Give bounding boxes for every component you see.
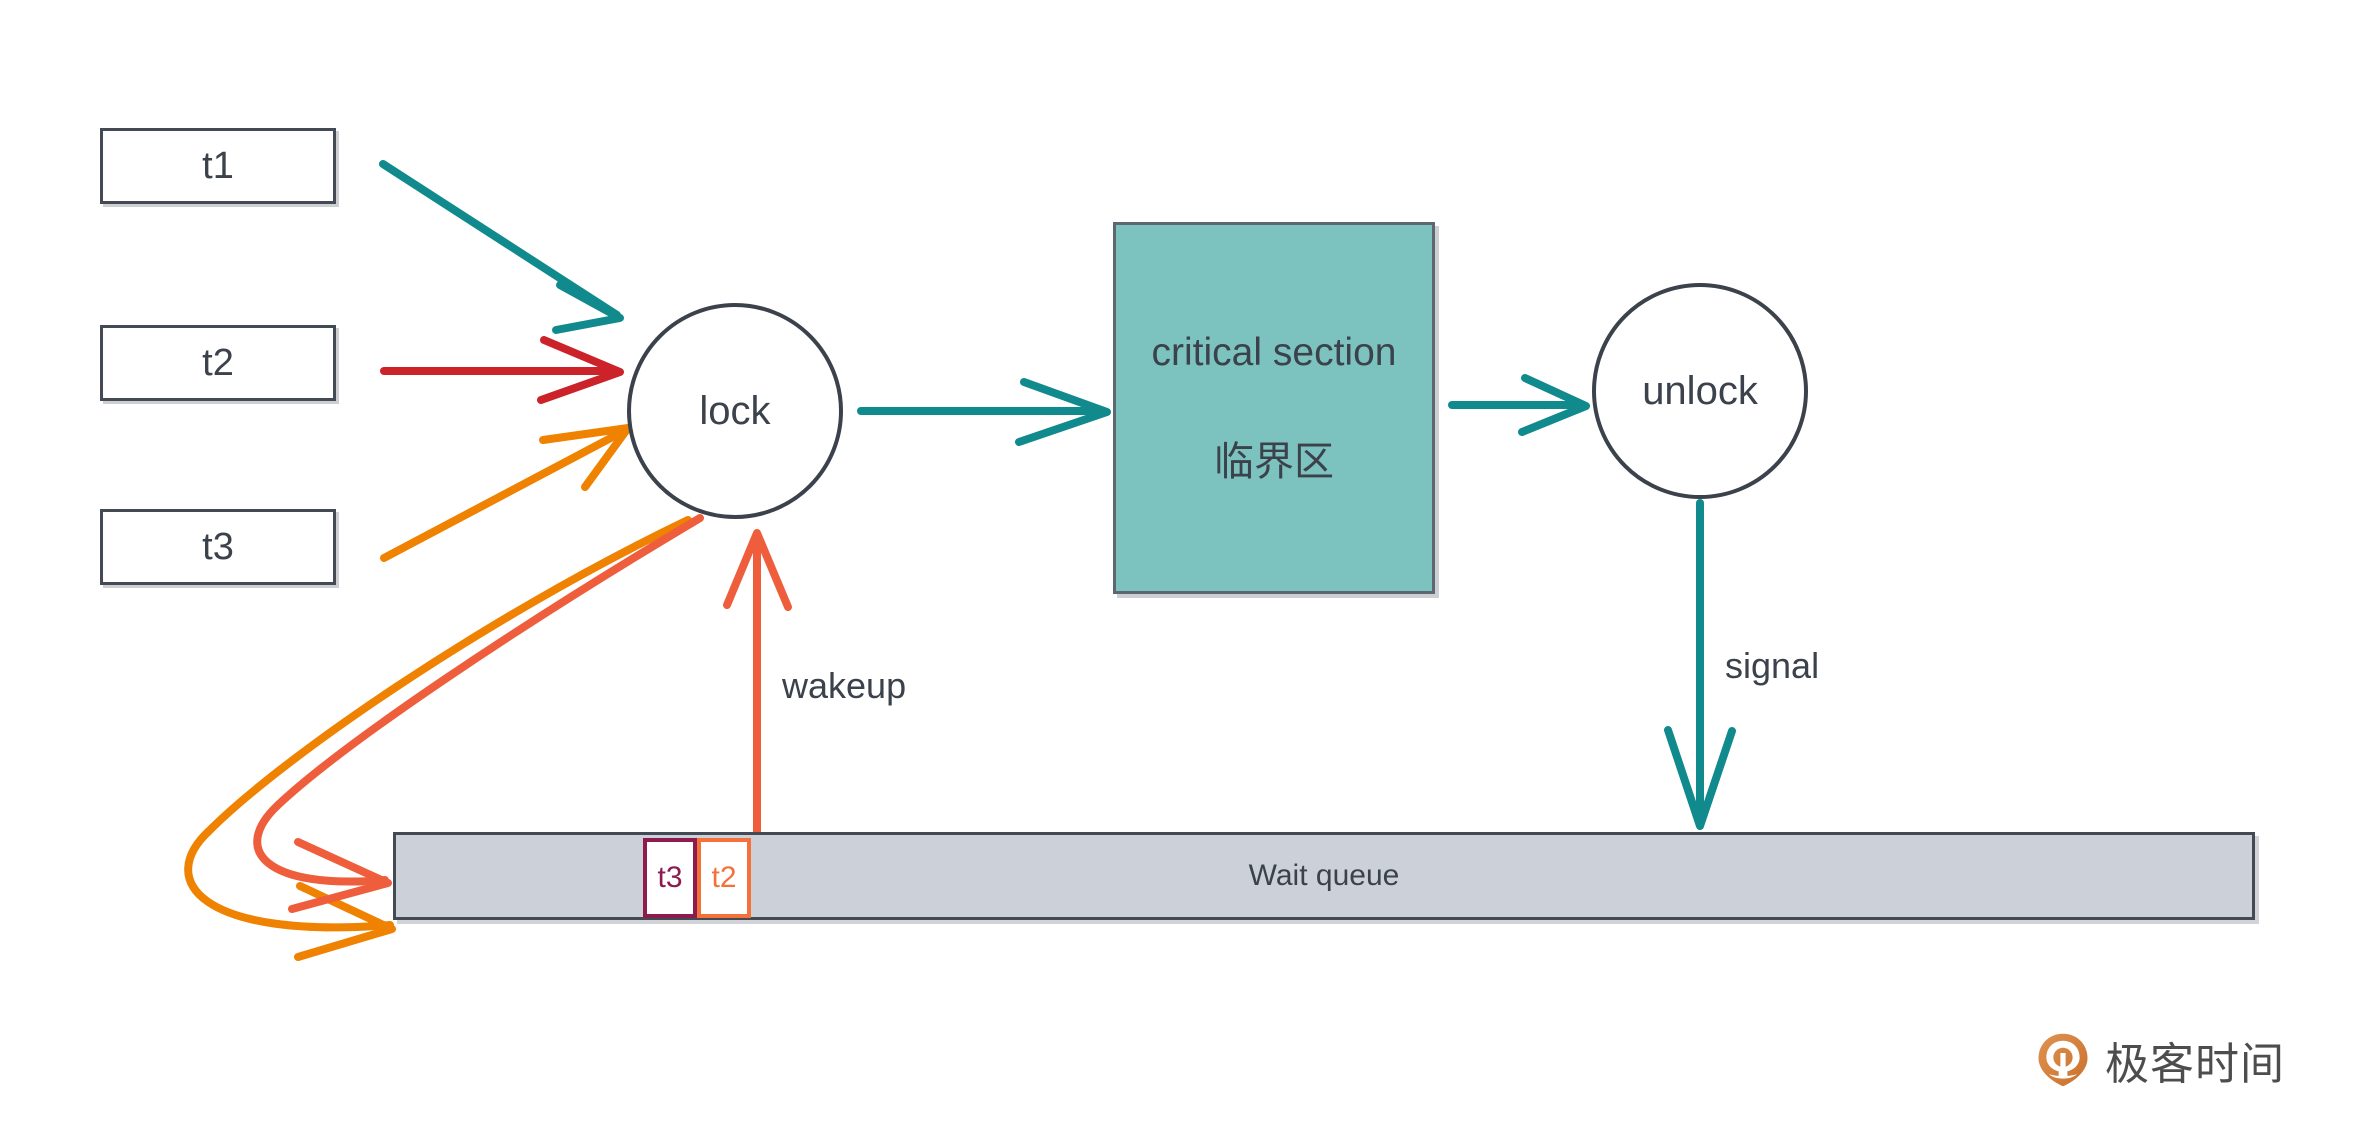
unlock-node-label: unlock [1642,368,1758,413]
thread-box-t1[interactable]: t1 [100,128,336,204]
brand-logo: 极客时间 [2035,1028,2285,1092]
thread-box-t2[interactable]: t2 [100,325,336,401]
edge-t3-to-lock [380,424,632,562]
thread-box-t3-label: t3 [202,525,234,568]
edge-t1-to-lock [379,160,624,334]
edge-critical-section-to-unlock [1448,374,1590,436]
thread-box-t2-label: t2 [202,341,234,384]
edge-unlock-to-wait-queue [1664,499,1736,830]
lock-node[interactable]: lock [627,303,843,519]
brand-name: 极客时间 [2105,1040,2285,1089]
unlock-node[interactable]: unlock [1592,283,1808,499]
queue-slot-t3[interactable]: t3 [643,838,697,918]
critical-section-label-zh: 临界区 [1214,440,1334,485]
edge-t2-to-lock [380,336,624,404]
edge-queue-return-coral [253,514,704,913]
wakeup-edge-label: wakeup [782,665,907,706]
queue-slot-t2-label: t2 [711,861,737,894]
geektime-logo-icon [2038,1033,2088,1087]
edge-lock-to-critical-section [857,378,1111,446]
edge-wakeup-to-lock [723,529,792,874]
critical-section-box[interactable]: critical section 临界区 [1113,222,1435,594]
lock-node-label: lock [699,388,771,433]
signal-edge-label: signal [1725,645,1820,686]
queue-slot-t3-label: t3 [657,861,683,894]
queue-slot-t2[interactable]: t2 [697,838,751,918]
thread-box-t3[interactable]: t3 [100,509,336,585]
thread-box-t1-label: t1 [202,144,234,187]
wait-queue-label: Wait queue [1248,859,1400,892]
critical-section-label-en: critical section [1151,330,1397,374]
